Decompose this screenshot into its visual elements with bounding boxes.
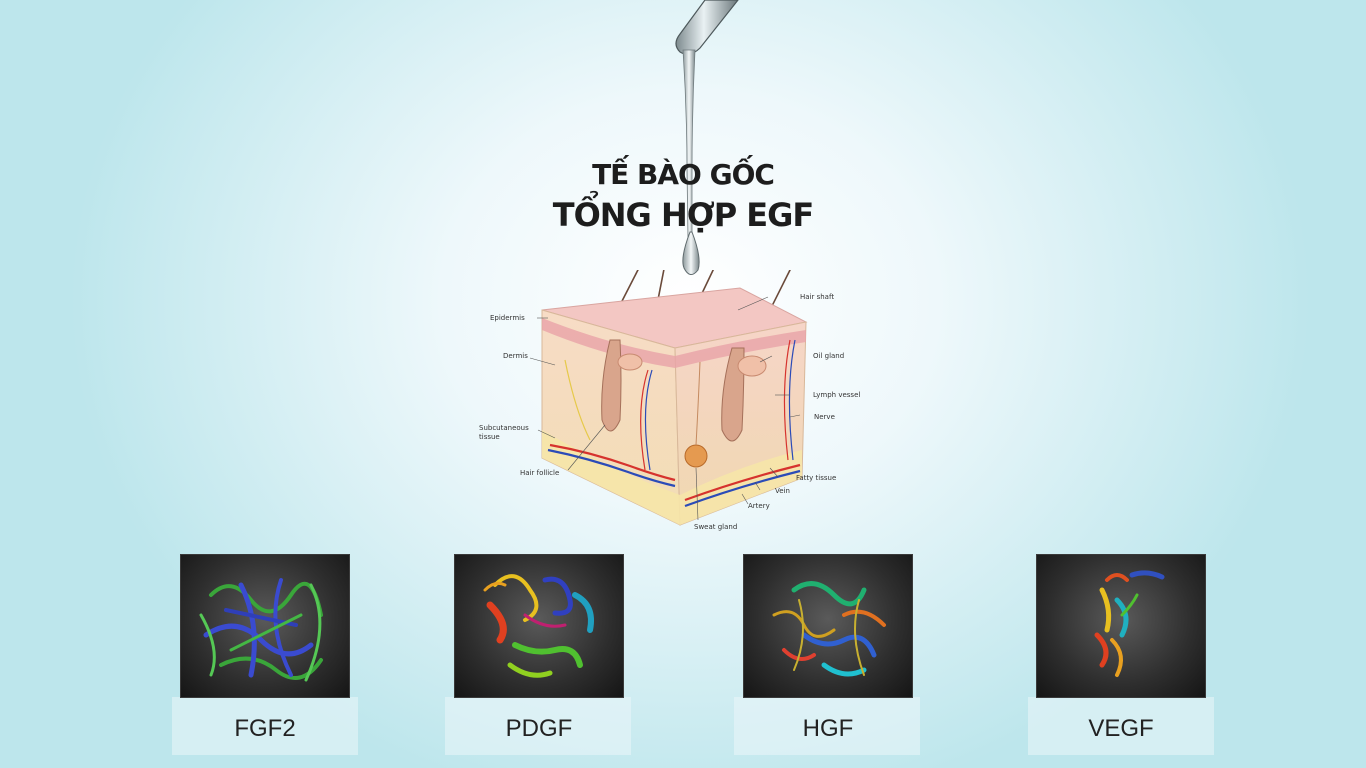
blood-vessels [547,339,801,508]
title-line-1: TẾ BÀO GỐC [592,158,775,191]
label-hair-follicle: Hair follicle [520,469,560,477]
caption-hgf: HGF [802,715,854,742]
skin-cross-section-diagram [529,270,808,526]
label-artery: Artery [748,502,770,510]
dropper-tip [675,0,739,55]
caption-panel-hgf [734,697,920,755]
protein-structure-vegf [1037,555,1205,697]
label-oil-gland: Oil gland [813,352,845,360]
label-nerve: Nerve [814,413,835,421]
label-vein: Vein [775,487,790,495]
caption-panel-vegf [1028,697,1214,755]
protein-structure-fgf2 [181,555,349,697]
liquid-drop [682,231,700,275]
caption-vegf: VEGF [1088,715,1154,742]
label-epidermis: Epidermis [490,314,525,322]
caption-fgf2: FGF2 [234,715,296,742]
pipette-illustration [675,0,739,275]
hair-follicles [601,339,767,442]
protein-structure-pdgf [455,555,623,697]
label-lymph-vessel: Lymph vessel [813,391,861,399]
protein-structure-hgf [744,555,912,697]
label-hair-shaft: Hair shaft [800,293,835,301]
label-subcutaneous-tissue: Subcutaneous tissue [479,424,529,441]
caption-pdgf: PDGF [505,715,573,742]
label-dermis: Dermis [503,352,528,360]
title-line-2: TỔNG HỢP EGF [552,196,815,234]
caption-panel-pdgf [445,697,631,755]
label-sweat-gland: Sweat gland [694,523,738,531]
sweat-gland [684,361,708,468]
nerve [564,359,591,441]
label-fatty-tissue: Fatty tissue [796,474,837,482]
caption-panel-fgf2 [172,697,358,755]
